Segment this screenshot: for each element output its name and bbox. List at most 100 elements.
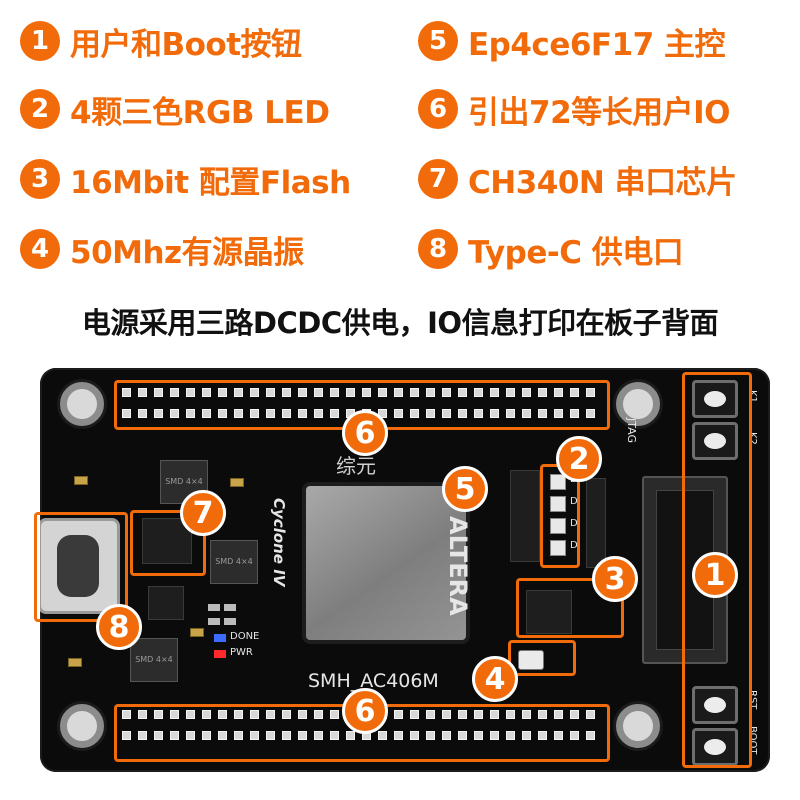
header-pin (266, 710, 275, 719)
header-pin (538, 388, 547, 397)
header-pin (282, 409, 291, 418)
rgb-led (550, 496, 566, 512)
header-pin (522, 731, 531, 740)
header-pin (170, 731, 179, 740)
header-pin (570, 409, 579, 418)
header-pin (330, 731, 339, 740)
header-pin (314, 409, 323, 418)
header-pin (122, 388, 131, 397)
rst-button[interactable] (692, 686, 738, 724)
mount-hole (60, 382, 104, 426)
header-pin (314, 710, 323, 719)
fpga-vendor-silk: ALTERA (444, 516, 472, 616)
k1-button[interactable] (692, 380, 738, 418)
header-pin (506, 710, 515, 719)
oscillator (518, 650, 544, 670)
header-pin (346, 388, 355, 397)
mount-hole (616, 382, 660, 426)
header-pin (170, 710, 179, 719)
header-pin (266, 388, 275, 397)
header-pin (378, 388, 387, 397)
header-pin (538, 731, 547, 740)
header-pin (474, 710, 483, 719)
feature-number: 6 (418, 89, 458, 129)
usb-c-opening (57, 535, 99, 597)
led-d-label: D (570, 540, 578, 551)
header-pin (442, 388, 451, 397)
feature-label: 16Mbit 配置Flash (70, 164, 351, 201)
feature-5: 5 Ep4ce6F17 主控 (418, 16, 726, 66)
k2-button[interactable] (692, 422, 738, 460)
rgb-led (550, 518, 566, 534)
header-pin (522, 388, 531, 397)
header-pin (426, 409, 435, 418)
rgb-led (550, 474, 566, 490)
header-pin (186, 388, 195, 397)
resistor (208, 604, 220, 611)
header-pin (378, 731, 387, 740)
header-pin (218, 731, 227, 740)
header-pin (282, 388, 291, 397)
resistor-array (510, 470, 540, 562)
capacitor (190, 628, 204, 637)
header-pin (570, 710, 579, 719)
header-pin (234, 731, 243, 740)
feature-label: Type-C 供电口 (468, 234, 684, 271)
header-pin (522, 409, 531, 418)
feature-label: 引出72等长用户IO (468, 94, 731, 131)
header-pin (282, 710, 291, 719)
header-pin (282, 731, 291, 740)
done-led (214, 634, 226, 642)
header-pin (410, 409, 419, 418)
header-pin (458, 409, 467, 418)
header-pin (458, 388, 467, 397)
pwr-label: PWR (230, 647, 253, 658)
header-pin (490, 388, 499, 397)
header-pin (330, 710, 339, 719)
inductor-label: SMD 4×4 (165, 476, 203, 486)
boot-button[interactable] (692, 728, 738, 766)
header-pin (266, 731, 275, 740)
feature-label: 4颗三色RGB LED (70, 94, 330, 131)
feature-number: 7 (418, 159, 458, 199)
top-pin-header (122, 388, 595, 418)
header-pin (186, 409, 195, 418)
header-pin (426, 710, 435, 719)
header-pin (170, 388, 179, 397)
header-pin (346, 731, 355, 740)
header-pin (298, 710, 307, 719)
header-pin (250, 710, 259, 719)
marker-3: 3 (592, 556, 638, 602)
header-pin (554, 731, 563, 740)
header-pin (122, 710, 131, 719)
marker-7: 7 (180, 490, 226, 536)
header-pin (138, 710, 147, 719)
header-pin (122, 731, 131, 740)
header-pin (522, 710, 531, 719)
marker-4: 4 (472, 656, 518, 702)
resistor-array (586, 478, 606, 568)
header-pin (314, 388, 323, 397)
outline-ch340n (130, 510, 206, 576)
logo-silk: 综元 (336, 454, 376, 478)
marker-5: 5 (442, 466, 488, 512)
feature-number: 1 (20, 21, 60, 61)
header-pin (442, 710, 451, 719)
header-pin (586, 710, 595, 719)
header-pin (170, 409, 179, 418)
header-pin (506, 388, 515, 397)
header-pin (426, 731, 435, 740)
header-pin (554, 710, 563, 719)
header-pin (410, 731, 419, 740)
resistor (208, 618, 220, 625)
header-pin (474, 409, 483, 418)
pin-row (122, 731, 595, 740)
header-pin (154, 710, 163, 719)
header-pin (234, 710, 243, 719)
header-pin (138, 388, 147, 397)
pin-row (122, 388, 595, 397)
header-pin (314, 731, 323, 740)
capacitor (230, 478, 244, 487)
feature-label: 用户和Boot按钮 (70, 26, 302, 63)
led-d-label: D (570, 518, 578, 529)
